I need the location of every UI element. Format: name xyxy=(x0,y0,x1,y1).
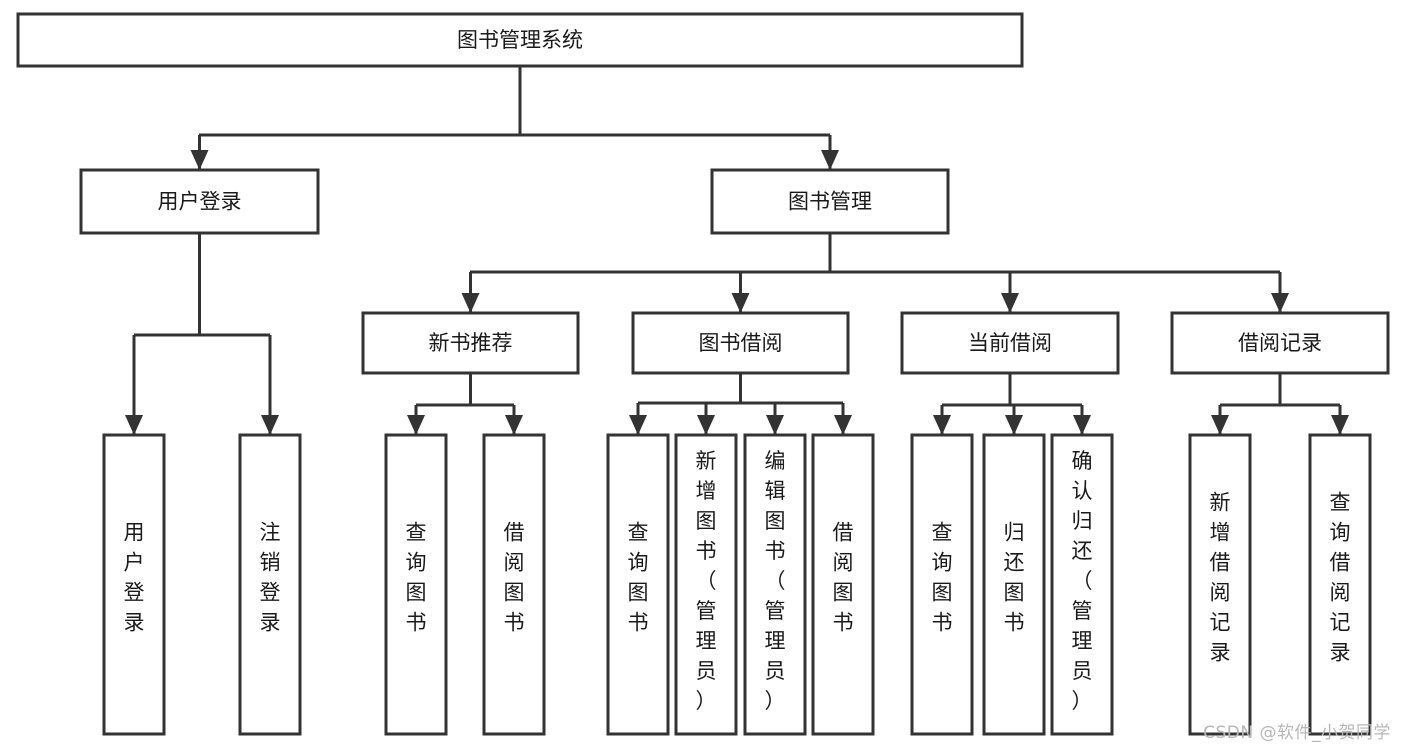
node-leaf-return-book[interactable]: 归还图书 xyxy=(982,433,1046,736)
arrowhead-icon xyxy=(731,293,750,313)
node-box-leaf-user-logout[interactable] xyxy=(238,433,302,736)
arrowhead-icon xyxy=(1331,415,1349,435)
arrowhead-icon xyxy=(629,415,647,435)
node-leaf-query-book-2[interactable]: 查询图书 xyxy=(606,433,670,736)
node-borrow-record[interactable]: 借阅记录 xyxy=(1170,311,1390,375)
node-label-leaf-borrow-book-1: 借阅图书 xyxy=(504,521,525,635)
node-label-leaf-confirm-return: 确认归还（管理员） xyxy=(1072,449,1093,713)
arrowhead-icon xyxy=(1005,415,1023,435)
arrowhead-icon xyxy=(461,293,480,313)
node-box-leaf-add-book[interactable] xyxy=(674,433,738,736)
node-label-leaf-user-login: 用户登录 xyxy=(124,521,145,635)
arrowhead-icon xyxy=(125,415,143,435)
node-box-leaf-query-book-3[interactable] xyxy=(910,433,974,736)
arrowhead-icon xyxy=(1271,293,1289,313)
node-label-leaf-query-book-2: 查询图书 xyxy=(628,521,649,635)
node-leaf-borrow-book-1[interactable]: 借阅图书 xyxy=(482,433,546,736)
node-label-book-borrow: 图书借阅 xyxy=(699,331,783,355)
node-leaf-user-login[interactable]: 用户登录 xyxy=(102,433,166,736)
nodes-layer: 图书管理系统用户登录图书管理新书推荐图书借阅当前借阅借阅记录用户登录注销登录查询… xyxy=(16,12,1390,736)
node-label-leaf-user-logout: 注销登录 xyxy=(260,521,281,635)
node-label-leaf-query-record: 查询借阅记录 xyxy=(1330,491,1351,665)
node-box-leaf-add-record[interactable] xyxy=(1188,433,1252,736)
node-label-leaf-add-book: 新增图书（管理员） xyxy=(696,449,717,713)
node-new-book-rec[interactable]: 新书推荐 xyxy=(361,311,580,375)
arrowhead-icon xyxy=(1211,415,1229,435)
node-box-leaf-query-book-1[interactable] xyxy=(384,433,448,736)
node-box-leaf-user-login[interactable] xyxy=(102,433,166,736)
node-leaf-query-record[interactable]: 查询借阅记录 xyxy=(1308,433,1372,736)
node-leaf-query-book-3[interactable]: 查询图书 xyxy=(910,433,974,736)
node-book-manage[interactable]: 图书管理 xyxy=(710,168,950,235)
node-root[interactable]: 图书管理系统 xyxy=(16,12,1024,68)
node-label-user-login: 用户登录 xyxy=(158,190,242,214)
arrowhead-icon xyxy=(1073,415,1091,435)
node-box-current-borrow[interactable] xyxy=(900,311,1120,375)
arrowhead-icon xyxy=(1001,293,1019,313)
node-leaf-add-record[interactable]: 新增借阅记录 xyxy=(1188,433,1252,736)
node-current-borrow[interactable]: 当前借阅 xyxy=(900,311,1120,375)
node-label-leaf-return-book: 归还图书 xyxy=(1004,521,1025,635)
node-label-leaf-add-record: 新增借阅记录 xyxy=(1210,491,1231,665)
node-label-current-borrow: 当前借阅 xyxy=(968,331,1052,355)
node-box-leaf-return-book[interactable] xyxy=(982,433,1046,736)
node-box-book-borrow[interactable] xyxy=(631,311,850,375)
node-user-login[interactable]: 用户登录 xyxy=(79,168,320,235)
node-leaf-query-book-1[interactable]: 查询图书 xyxy=(384,433,448,736)
connectors-layer xyxy=(125,66,1349,435)
node-box-leaf-confirm-return[interactable] xyxy=(1050,433,1114,736)
arrowhead-icon xyxy=(933,415,951,435)
node-leaf-edit-book[interactable]: 编辑图书（管理员） xyxy=(743,433,807,736)
node-label-leaf-query-book-3: 查询图书 xyxy=(932,521,953,635)
node-label-leaf-query-book-1: 查询图书 xyxy=(406,521,427,635)
node-leaf-add-book[interactable]: 新增图书（管理员） xyxy=(674,433,738,736)
node-box-leaf-edit-book[interactable] xyxy=(743,433,807,736)
node-box-leaf-borrow-book-2[interactable] xyxy=(811,433,875,736)
arrowhead-icon xyxy=(834,415,852,435)
node-box-new-book-rec[interactable] xyxy=(361,311,580,375)
node-leaf-confirm-return[interactable]: 确认归还（管理员） xyxy=(1050,433,1114,736)
node-label-borrow-record: 借阅记录 xyxy=(1238,331,1322,355)
node-box-user-login[interactable] xyxy=(79,168,320,235)
node-label-book-manage: 图书管理 xyxy=(788,190,872,214)
arrowhead-icon xyxy=(190,150,209,170)
node-label-leaf-borrow-book-2: 借阅图书 xyxy=(833,521,854,635)
watermark-label: CSDN @软件_小贺同学 xyxy=(1203,723,1391,743)
arrowhead-icon xyxy=(821,150,839,170)
node-box-leaf-query-book-2[interactable] xyxy=(606,433,670,736)
arrowhead-icon xyxy=(407,415,425,435)
node-leaf-borrow-book-2[interactable]: 借阅图书 xyxy=(811,433,875,736)
node-box-leaf-query-record[interactable] xyxy=(1308,433,1372,736)
node-leaf-user-logout[interactable]: 注销登录 xyxy=(238,433,302,736)
node-book-borrow[interactable]: 图书借阅 xyxy=(631,311,850,375)
node-box-root[interactable] xyxy=(16,12,1024,68)
arrowhead-icon xyxy=(505,415,523,435)
arrowhead-icon xyxy=(766,415,784,435)
node-box-borrow-record[interactable] xyxy=(1170,311,1390,375)
arrowhead-icon xyxy=(261,415,279,435)
node-label-leaf-edit-book: 编辑图书（管理员） xyxy=(765,449,786,713)
node-label-root: 图书管理系统 xyxy=(457,28,583,52)
arrowhead-icon xyxy=(697,415,715,435)
node-box-book-manage[interactable] xyxy=(710,168,950,235)
node-box-leaf-borrow-book-1[interactable] xyxy=(482,433,546,736)
node-label-new-book-rec: 新书推荐 xyxy=(429,331,513,355)
